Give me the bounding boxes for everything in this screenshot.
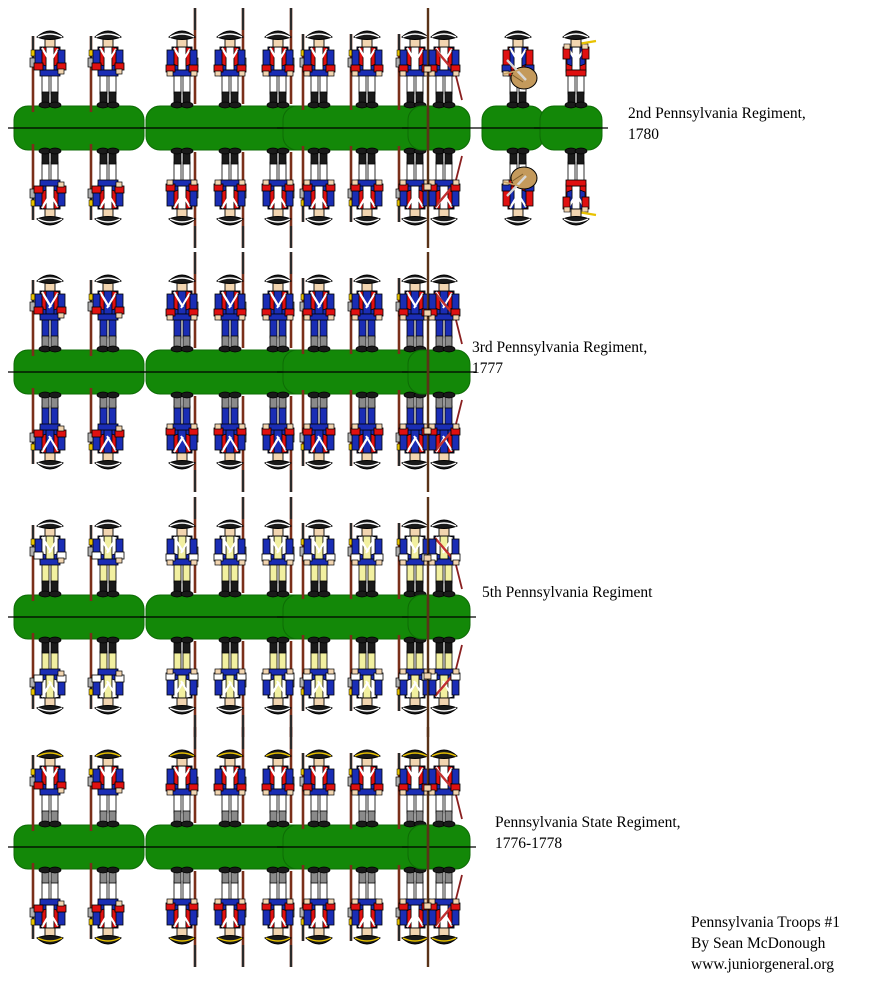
figure-mirror-musketeers-ready-pair-1	[29, 388, 67, 470]
figure-mirror-musketeers-shouldered-trio-2	[213, 636, 247, 737]
figure-mirror-musketeers-shouldered-trio-3	[261, 866, 295, 967]
figure-musketeers-shouldered-trio-2	[213, 8, 247, 109]
regiment-label-row-pa-state: Pennsylvania State Regiment, 1776-1778	[495, 814, 681, 852]
figure-mirror-musketeers-attention-trio-1	[299, 146, 336, 226]
figure-mirror-musketeers-shouldered-trio-3	[261, 147, 295, 248]
figure-mirror-musketeers-attention-trio-3	[395, 390, 432, 470]
figure-musketeers-attention-trio-2	[347, 749, 384, 829]
figure-drummer-1	[501, 30, 538, 109]
figure-mirror-musketeers-attention-trio-2	[347, 635, 384, 715]
figure-mirror-musketeers-shouldered-trio-1	[165, 147, 199, 248]
figure-mirror-musketeers-shouldered-trio-1	[165, 636, 199, 737]
base-musketeers-ready-pair	[8, 594, 150, 640]
figure-mirror-musketeers-attention-trio-2	[347, 146, 384, 226]
figure-musketeers-shouldered-trio-3	[261, 497, 295, 598]
base-officer-with-spontoon	[402, 105, 476, 151]
figure-musketeers-ready-pair-2	[87, 519, 125, 601]
figure-musketeers-shouldered-trio-1	[165, 727, 199, 828]
figure-musketeers-attention-trio-1	[299, 749, 336, 829]
figure-musketeers-shouldered-trio-1	[165, 252, 199, 353]
figure-musketeers-ready-pair-1	[29, 30, 67, 112]
base-musketeers-ready-pair	[8, 105, 150, 151]
figure-officer-with-spontoon-1	[423, 233, 463, 392]
figure-musketeers-shouldered-trio-2	[213, 252, 247, 353]
figure-officer-with-spontoon-1	[423, 478, 463, 637]
figure-musketeers-ready-pair-2	[87, 30, 125, 112]
figure-musketeers-attention-trio-3	[395, 519, 432, 599]
figure-mirror-musketeers-ready-pair-2	[87, 388, 125, 470]
figure-musketeers-attention-trio-1	[299, 30, 336, 110]
regiment-label-row-5th-pa: 5th Pennsylvania Regiment	[482, 584, 653, 601]
figure-musketeers-ready-pair-1	[29, 519, 67, 601]
figure-mirror-musketeers-attention-trio-2	[347, 865, 384, 945]
row-3rd-pa	[0, 233, 880, 511]
figure-mirror-musketeers-shouldered-trio-2	[213, 391, 247, 492]
figure-mirror-fifer-1	[562, 147, 597, 226]
figure-musketeers-shouldered-trio-1	[165, 8, 199, 109]
figure-mirror-officer-with-spontoon-1	[423, 352, 463, 511]
figure-musketeers-shouldered-trio-2	[213, 497, 247, 598]
base-musketeers-ready-pair	[8, 824, 150, 870]
figure-mirror-musketeers-ready-pair-2	[87, 633, 125, 715]
base-officer-with-spontoon	[402, 594, 476, 640]
figure-mirror-musketeers-shouldered-trio-2	[213, 866, 247, 967]
figure-musketeers-ready-pair-1	[29, 274, 67, 356]
figure-mirror-musketeers-attention-trio-1	[299, 865, 336, 945]
row-5th-pa	[0, 478, 880, 756]
figure-musketeers-attention-trio-3	[395, 30, 432, 110]
regiment-label-row-3rd-pa: 3rd Pennsylvania Regiment, 1777	[472, 339, 648, 377]
figure-musketeers-shouldered-trio-3	[261, 727, 295, 828]
base-officer-with-spontoon	[402, 824, 476, 870]
base-fifer	[534, 105, 608, 151]
figure-musketeers-attention-trio-1	[299, 519, 336, 599]
figure-mirror-musketeers-ready-pair-2	[87, 144, 125, 226]
figure-mirror-officer-with-spontoon-1	[423, 108, 463, 267]
row-pa-state	[0, 708, 880, 985]
figure-mirror-musketeers-attention-trio-1	[299, 635, 336, 715]
figure-musketeers-shouldered-trio-3	[261, 252, 295, 353]
figure-musketeers-shouldered-trio-3	[261, 8, 295, 109]
figure-musketeers-ready-pair-2	[87, 749, 125, 831]
base-musketeers-ready-pair	[8, 349, 150, 395]
figure-musketeers-ready-pair-2	[87, 274, 125, 356]
figure-mirror-drummer-1	[501, 147, 538, 226]
regiment-label-row-2nd-pa: 2nd Pennsylvania Regiment, 1780	[628, 105, 806, 143]
figure-musketeers-attention-trio-2	[347, 519, 384, 599]
figure-musketeers-attention-trio-3	[395, 749, 432, 829]
figure-mirror-musketeers-shouldered-trio-2	[213, 147, 247, 248]
figure-mirror-musketeers-ready-pair-2	[87, 863, 125, 945]
figure-mirror-musketeers-shouldered-trio-1	[165, 866, 199, 967]
figure-mirror-musketeers-shouldered-trio-1	[165, 391, 199, 492]
figure-mirror-musketeers-shouldered-trio-3	[261, 391, 295, 492]
figure-mirror-musketeers-ready-pair-1	[29, 863, 67, 945]
figure-musketeers-attention-trio-1	[299, 274, 336, 354]
base-officer-with-spontoon	[402, 349, 476, 395]
figure-mirror-officer-with-spontoon-1	[423, 827, 463, 985]
figure-mirror-musketeers-ready-pair-1	[29, 144, 67, 226]
figure-officer-with-spontoon-1	[423, 0, 463, 148]
figure-mirror-musketeers-attention-trio-1	[299, 390, 336, 470]
figure-mirror-musketeers-ready-pair-1	[29, 633, 67, 715]
figure-mirror-officer-with-spontoon-1	[423, 597, 463, 756]
figure-musketeers-shouldered-trio-1	[165, 497, 199, 598]
figure-mirror-musketeers-shouldered-trio-3	[261, 636, 295, 737]
row-2nd-pa	[0, 0, 880, 267]
figure-musketeers-attention-trio-2	[347, 30, 384, 110]
figure-musketeers-shouldered-trio-2	[213, 727, 247, 828]
figure-mirror-musketeers-attention-trio-2	[347, 390, 384, 470]
figure-musketeers-ready-pair-1	[29, 749, 67, 831]
figure-musketeers-attention-trio-2	[347, 274, 384, 354]
credit-block: Pennsylvania Troops #1 By Sean McDonough…	[691, 914, 840, 973]
figure-fifer-1	[562, 30, 597, 109]
